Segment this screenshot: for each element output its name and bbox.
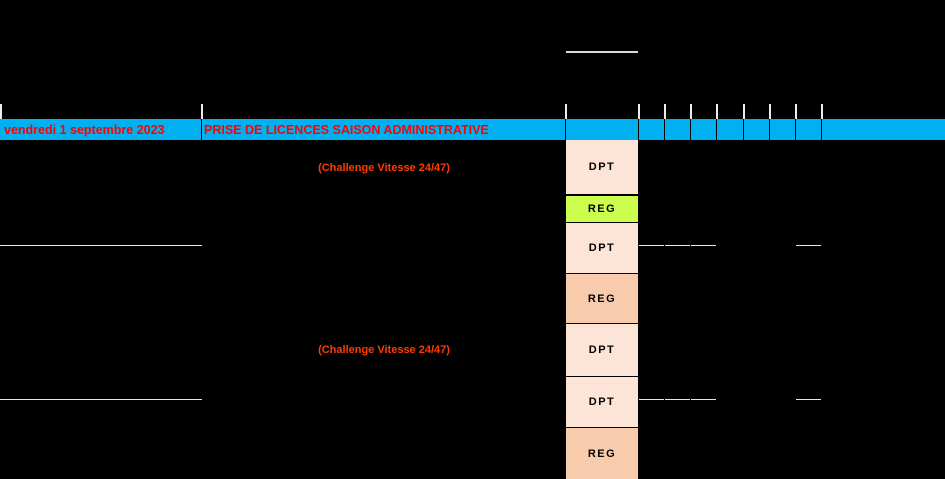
date-cell[interactable]: vendredi 1 septembre 2023 xyxy=(0,119,202,140)
row-underline xyxy=(691,399,716,400)
challenge-note: (Challenge Vitesse 24/47) xyxy=(318,344,450,356)
challenge-note: (Challenge Vitesse 24/47) xyxy=(318,162,450,174)
date-label: vendredi 1 septembre 2023 xyxy=(4,122,165,137)
header-empty-cell[interactable] xyxy=(639,119,665,140)
header-empty-cell[interactable] xyxy=(717,119,744,140)
row-underline xyxy=(665,399,690,400)
row-underline xyxy=(691,245,716,246)
category-cell-reg[interactable]: REG xyxy=(566,428,638,479)
header-empty-cell[interactable] xyxy=(770,119,796,140)
column-tick xyxy=(0,104,2,119)
column-top-border xyxy=(566,51,638,53)
column-tick xyxy=(664,104,666,119)
header-empty-cell[interactable] xyxy=(665,119,691,140)
header-empty-cell[interactable] xyxy=(566,119,639,140)
category-cell-dpt[interactable]: DPT xyxy=(566,377,638,427)
column-tick xyxy=(565,104,567,119)
column-tick xyxy=(638,104,640,119)
header-empty-cell[interactable] xyxy=(822,119,945,140)
row-underline xyxy=(665,245,690,246)
column-tick xyxy=(821,104,823,119)
header-row: vendredi 1 septembre 2023 PRISE DE LICEN… xyxy=(0,119,945,140)
column-tick xyxy=(201,104,203,119)
column-tick xyxy=(743,104,745,119)
row-underline xyxy=(639,245,664,246)
header-empty-cell[interactable] xyxy=(691,119,717,140)
category-cell-dpt[interactable]: DPT xyxy=(566,140,638,194)
header-empty-cell[interactable] xyxy=(796,119,822,140)
header-empty-cell[interactable] xyxy=(744,119,770,140)
category-cell-reg[interactable]: REG xyxy=(566,196,638,222)
column-tick xyxy=(769,104,771,119)
column-tick xyxy=(716,104,718,119)
category-cell-reg[interactable]: REG xyxy=(566,274,638,323)
row-underline xyxy=(639,399,664,400)
title-cell[interactable]: PRISE DE LICENCES SAISON ADMINISTRATIVE xyxy=(202,119,566,140)
category-cell-dpt[interactable]: DPT xyxy=(566,223,638,273)
row-underline xyxy=(0,245,202,246)
category-cell-dpt[interactable]: DPT xyxy=(566,324,638,376)
column-tick xyxy=(795,104,797,119)
row-underline xyxy=(796,399,821,400)
title-label: PRISE DE LICENCES SAISON ADMINISTRATIVE xyxy=(204,122,489,137)
row-underline xyxy=(0,399,202,400)
row-underline xyxy=(796,245,821,246)
column-tick xyxy=(690,104,692,119)
